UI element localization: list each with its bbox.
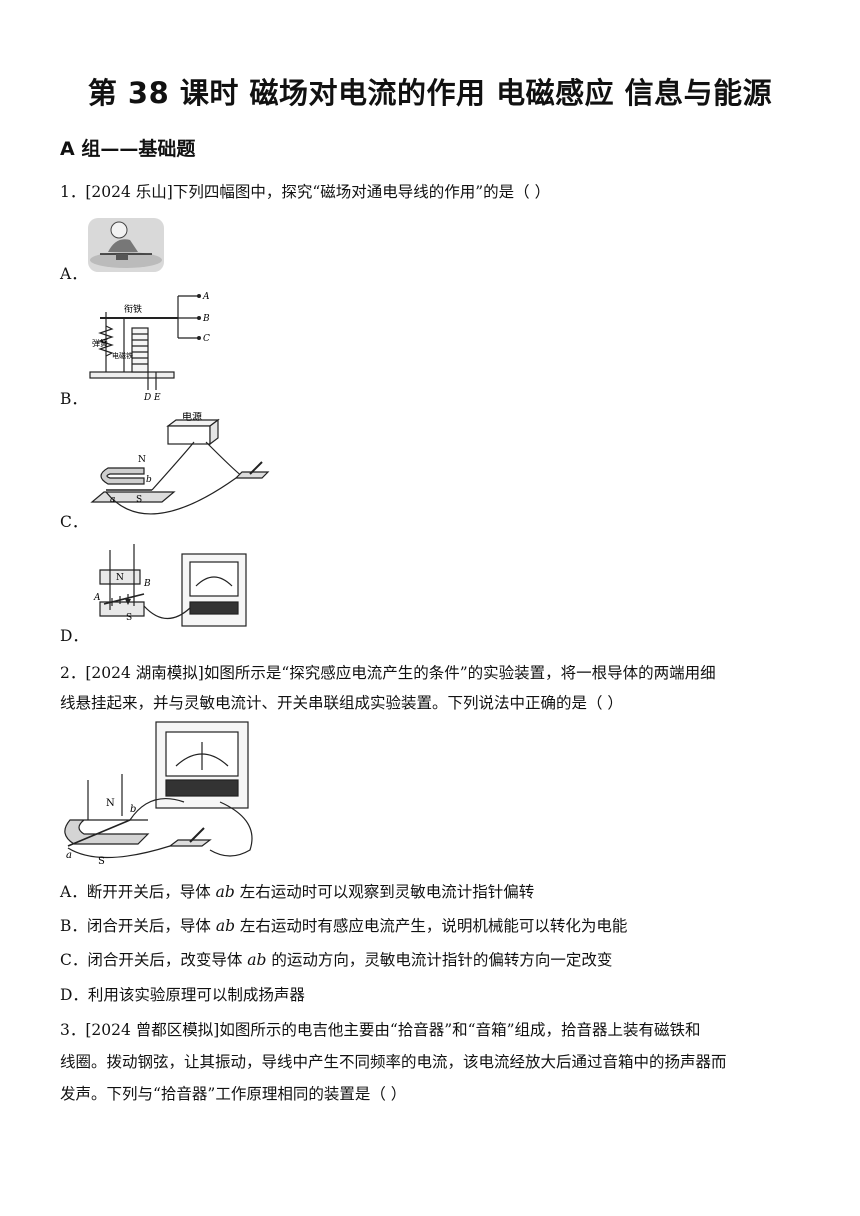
q2-magnet-s-label: S — [98, 856, 105, 867]
q1-option-c-label: C． — [60, 513, 88, 531]
question-3-line3: 发声。下列与“拾音器”工作原理相同的装置是（ ） — [60, 1085, 407, 1103]
q2-option-b-text: B．闭合开关后，导体 — [60, 917, 216, 935]
relay-terminal-b: B — [202, 314, 210, 324]
conductor-end-b: b — [146, 475, 152, 485]
q2-option-b-var: ab — [215, 917, 235, 935]
q2-magnet-n-label: N — [106, 798, 115, 809]
q2-figure: N S a b — [60, 720, 260, 868]
magnet-d-s-label: S — [126, 613, 132, 623]
conductor-b-label: B — [143, 579, 151, 589]
q2-option-c-var: ab — [247, 951, 267, 969]
q2-option-a-text: A．断开开关后，导体 — [60, 883, 216, 901]
question-3-line1: 3．[2024 曾都区模拟]如图所示的电吉他主要由“拾音器”和“音箱”组成，拾音… — [60, 1021, 701, 1039]
q2-option-c-text: C．闭合开关后，改变导体 — [60, 951, 248, 969]
q2-conductor-b-label: b — [130, 804, 136, 815]
q1-option-a-label: A． — [60, 265, 87, 283]
magnet-n-label: N — [138, 455, 146, 465]
relay-terminal-a: A — [202, 292, 210, 302]
page-title: 第 38 课时 磁场对电流的作用 电磁感应 信息与能源 — [87, 76, 773, 110]
question-3-line2: 线圈。拨动钢弦，让其振动，导线中产生不同频率的电流，该电流经放大后通过音箱中的扬… — [60, 1053, 727, 1071]
conductor-a-label: A — [93, 593, 101, 603]
q1-option-b-label: B． — [60, 390, 87, 408]
q1-figure-d: A B N S — [86, 540, 256, 636]
relay-spring-label: 弹簧 — [92, 338, 108, 348]
question-2-stem-line2: 线悬挂起来，并与灵敏电流计、开关串联组成实验装置。下列说法中正确的是（ ） — [60, 694, 623, 712]
q2-option-c: C．闭合开关后，改变导体 ab 的运动方向，灵敏电流计指针的偏转方向一定改变 — [60, 948, 612, 970]
q1-figure-b: 衔铁 弹簧 电磁铁 A B C D E — [86, 286, 216, 404]
q2-option-b-rest: 左右运动时有感应电流产生，说明机械能可以转化为电能 — [235, 917, 628, 935]
q2-option-d-text: D．利用该实验原理可以制成扬声器 — [60, 986, 305, 1004]
relay-terminal-d: D — [143, 393, 151, 403]
conductor-end-a: a — [110, 495, 115, 505]
q2-option-c-rest: 的运动方向，灵敏电流计指针的偏转方向一定改变 — [266, 951, 613, 969]
q2-option-a-var: ab — [215, 883, 235, 901]
q2-conductor-a-label: a — [66, 850, 72, 861]
relay-electromagnet-label: 电磁铁 — [112, 351, 133, 360]
section-heading: A 组——基础题 — [60, 138, 196, 160]
q2-option-b: B．闭合开关后，导体 ab 左右运动时有感应电流产生，说明机械能可以转化为电能 — [60, 914, 627, 936]
q1-figure-c: 电源 N S a b — [86, 412, 276, 524]
q2-option-a: A．断开开关后，导体 ab 左右运动时可以观察到灵敏电流计指针偏转 — [60, 880, 534, 902]
power-source-label: 电源 — [182, 412, 202, 423]
magnet-s-label: S — [136, 495, 142, 505]
relay-terminal-c: C — [203, 334, 210, 344]
question-1-stem: 1．[2024 乐山]下列四幅图中，探究“磁场对通电导线的作用”的是（ ） — [60, 183, 551, 201]
q2-option-d: D．利用该实验原理可以制成扬声器 — [60, 983, 305, 1005]
q1-figure-a — [86, 212, 166, 274]
relay-terminal-e: E — [153, 393, 161, 403]
q2-option-a-rest: 左右运动时可以观察到灵敏电流计指针偏转 — [234, 883, 535, 901]
magnet-d-n-label: N — [116, 573, 124, 583]
relay-armature-label: 衔铁 — [124, 303, 142, 315]
question-2-stem-line1: 2．[2024 湖南模拟]如图所示是“探究感应电流产生的条件”的实验装置，将一根… — [60, 664, 716, 682]
q1-option-d-label: D． — [60, 627, 88, 645]
